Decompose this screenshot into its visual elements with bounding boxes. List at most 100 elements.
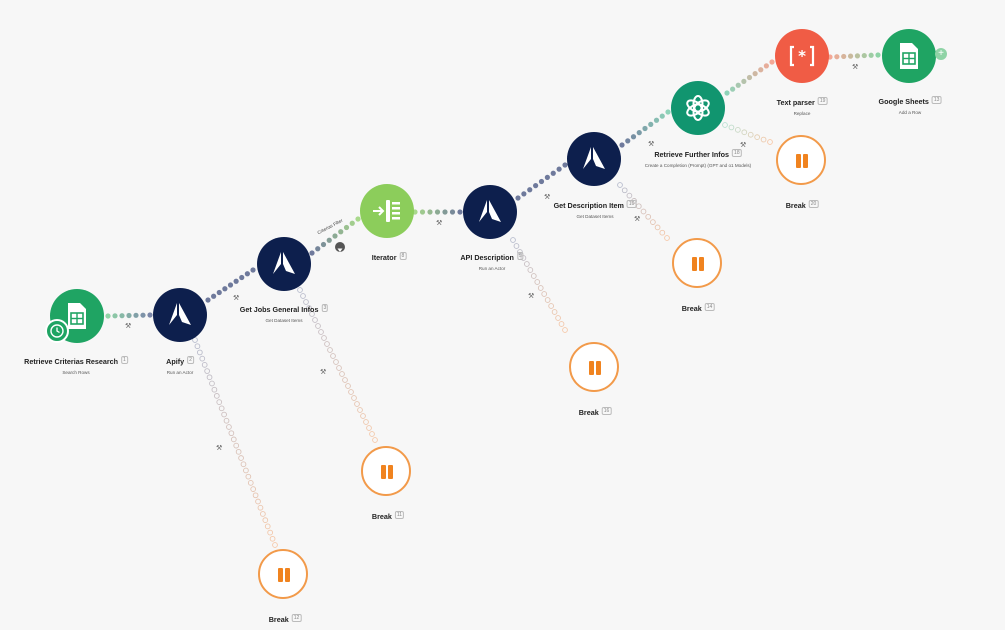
- route-dot: [763, 63, 769, 69]
- apify-icon: [273, 252, 295, 274]
- module-break-14[interactable]: [672, 238, 722, 288]
- module-text-parser[interactable]: *: [775, 29, 829, 83]
- route-dot: [227, 282, 234, 288]
- route-dot: [544, 297, 551, 303]
- route-dot: [312, 317, 318, 323]
- route-dot: [363, 419, 369, 425]
- route-dot: [520, 255, 527, 261]
- route-dot: [758, 67, 764, 73]
- route-settings-icon[interactable]: ⚒: [436, 220, 443, 227]
- module-subtitle: Get Dataset Items: [265, 318, 303, 323]
- route-dot: [216, 289, 222, 296]
- route-dot: [345, 383, 351, 389]
- route-dot: [741, 129, 748, 136]
- route-dot: [196, 349, 203, 356]
- route-dot: [140, 312, 146, 318]
- route-dot: [267, 529, 274, 536]
- module-api-description[interactable]: [463, 185, 517, 239]
- module-break-12[interactable]: [258, 549, 308, 599]
- route-dot: [741, 78, 747, 84]
- module-id-badge: 2: [187, 355, 194, 364]
- module-subtitle: Add a Row: [898, 110, 922, 115]
- schedule-clock-icon[interactable]: [45, 319, 69, 343]
- route-dot: [767, 139, 773, 145]
- route-settings-icon[interactable]: ⚒: [216, 445, 223, 452]
- route-dot: [524, 261, 530, 267]
- route-dot: [222, 286, 228, 292]
- route-dot: [262, 517, 269, 524]
- route-settings-icon[interactable]: ⚒: [852, 64, 859, 71]
- route-dot: [626, 192, 633, 199]
- route-settings-icon[interactable]: ⚒: [233, 295, 240, 302]
- module-title: Break: [578, 408, 599, 417]
- route-dot: [550, 170, 556, 176]
- route-dot: [211, 386, 218, 393]
- module-get-jobs-general-infos[interactable]: [257, 237, 311, 291]
- route-settings-icon[interactable]: ⚒: [740, 142, 747, 149]
- route-settings-icon[interactable]: ⚒: [634, 216, 641, 223]
- route-dot: [239, 274, 245, 281]
- route-dot: [250, 486, 257, 492]
- filter-toggle-icon[interactable]: [335, 242, 345, 252]
- route-settings-icon[interactable]: ⚒: [648, 141, 655, 148]
- route-dot: [631, 198, 637, 204]
- route-dot: [326, 237, 332, 243]
- module-id-badge: 16: [601, 406, 612, 415]
- module-get-description-item[interactable]: [567, 132, 621, 186]
- route-dot: [754, 134, 760, 140]
- route-dot: [338, 229, 344, 235]
- apify-icon: [169, 303, 191, 325]
- route-dot: [650, 219, 656, 225]
- route-dot: [515, 195, 521, 201]
- route-dot: [854, 53, 861, 59]
- route-dot: [327, 347, 333, 353]
- route-settings-icon[interactable]: ⚒: [544, 194, 551, 201]
- route-settings-icon[interactable]: ⚒: [125, 323, 132, 330]
- google-sheets-icon: [68, 303, 86, 329]
- module-break-20[interactable]: [776, 135, 826, 185]
- route-dot: [372, 437, 378, 443]
- route-dot: [562, 162, 568, 168]
- module-break-16[interactable]: [569, 342, 619, 392]
- route-dot: [513, 243, 520, 249]
- module-title: Text parser: [776, 98, 815, 107]
- route-dot: [252, 492, 259, 499]
- route-dot: [544, 174, 550, 180]
- route-dot: [221, 411, 227, 418]
- route-dot: [551, 309, 558, 315]
- add-module-plus-icon[interactable]: +: [935, 48, 947, 60]
- apify-icon: [583, 147, 605, 169]
- route-dot: [659, 229, 666, 236]
- route-dot: [834, 54, 840, 60]
- route-dot: [315, 323, 321, 329]
- module-break-11[interactable]: [361, 446, 411, 496]
- route-settings-icon[interactable]: ⚒: [528, 293, 535, 300]
- module-google-sheets[interactable]: [882, 29, 936, 83]
- openai-icon: [686, 95, 710, 121]
- module-retrieve-further-infos[interactable]: [671, 81, 725, 135]
- route-dot: [339, 371, 345, 377]
- route-dot: [659, 113, 665, 119]
- route-dot: [213, 393, 220, 399]
- module-id-badge: 8: [399, 251, 407, 260]
- route-dot: [760, 136, 767, 143]
- route-dot: [332, 233, 338, 239]
- module-retrieve-criterias-research[interactable]: [50, 289, 104, 343]
- route-dot: [752, 71, 758, 77]
- route-dot: [847, 53, 854, 59]
- route-dot: [233, 442, 240, 449]
- module-title: Iterator: [371, 253, 397, 262]
- route-dot: [300, 293, 306, 299]
- route-dot: [434, 209, 441, 215]
- route-settings-icon[interactable]: ⚒: [320, 369, 327, 376]
- module-apify[interactable]: [153, 288, 207, 342]
- module-iterator[interactable]: [360, 184, 414, 238]
- iterator-icon: [373, 200, 400, 222]
- route-dot: [330, 353, 336, 359]
- route-dot: [348, 389, 354, 395]
- route-dot: [260, 511, 266, 517]
